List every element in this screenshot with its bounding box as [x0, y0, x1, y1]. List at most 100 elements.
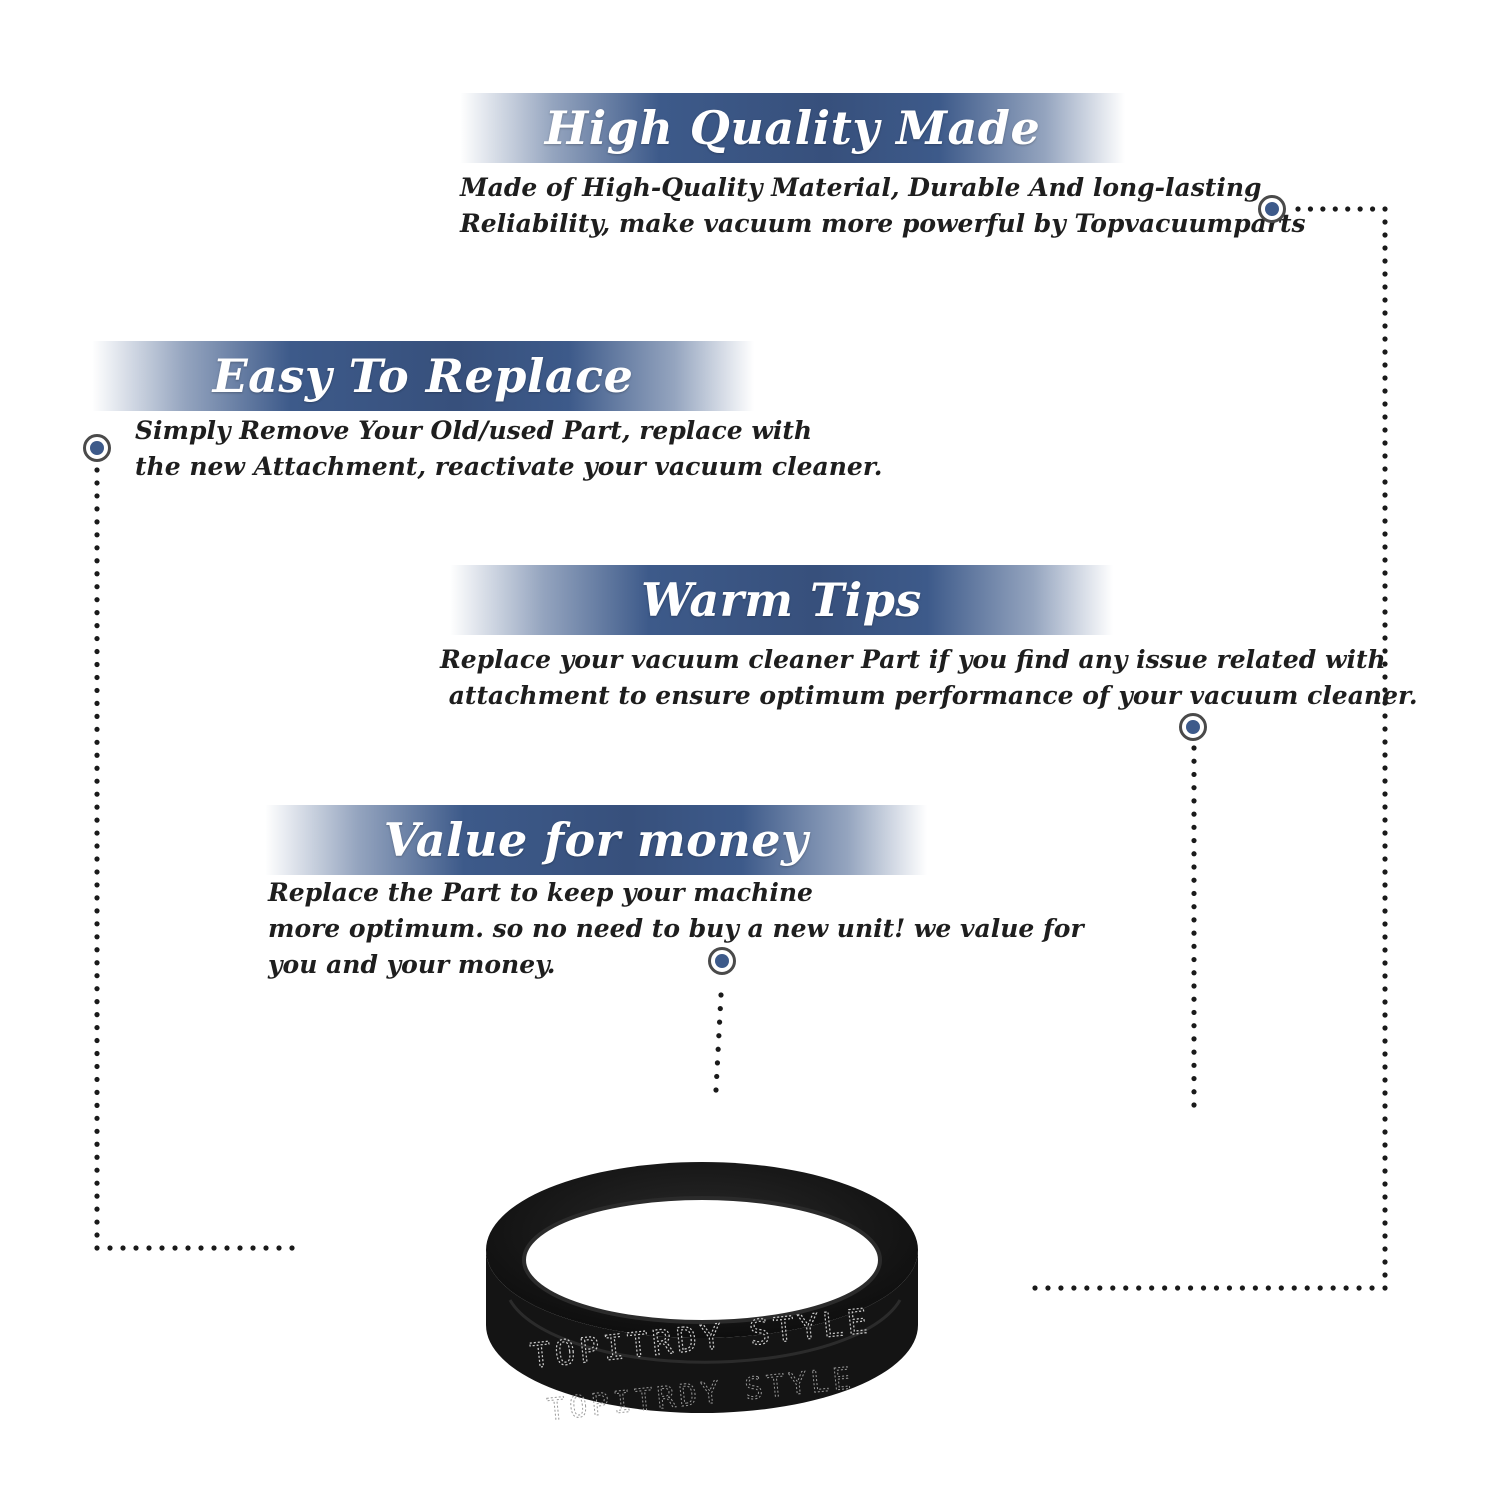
connector-dot	[1136, 1285, 1142, 1291]
connector-dot	[94, 467, 100, 473]
connector-dot	[1382, 934, 1388, 940]
connector-dot	[1382, 596, 1388, 602]
connector-dot	[94, 674, 100, 681]
connector-dot	[1382, 739, 1388, 745]
dots-warm-tips	[1191, 745, 1197, 1108]
desc-line: Replace the Part to keep your machine	[268, 878, 813, 907]
desc-value-money: Replace the Part to keep your machine mo…	[268, 875, 1084, 983]
connector-dot	[1191, 1049, 1197, 1055]
connector-dot	[1382, 973, 1388, 979]
connector-dot	[94, 1219, 100, 1225]
connector-dot	[1382, 531, 1388, 537]
connector-dot	[1200, 1285, 1207, 1291]
connector-dot	[94, 661, 100, 668]
connector-dot	[94, 1128, 100, 1134]
connector-dot	[1382, 245, 1388, 251]
banner-value-money: Value for money	[265, 805, 927, 875]
connector-dot	[1162, 1285, 1168, 1291]
connector-dot	[94, 726, 100, 732]
connector-dot	[1382, 557, 1388, 563]
connector-dot	[1191, 877, 1197, 883]
connector-dot	[94, 791, 100, 797]
connector-dot	[94, 908, 100, 914]
banner-easy-replace: Easy To Replace	[92, 341, 754, 411]
connector-dot	[94, 1115, 100, 1121]
connector-dot	[94, 804, 100, 810]
connector-dot	[1191, 970, 1197, 976]
connector-dot	[94, 1089, 100, 1095]
connector-dot	[1213, 1285, 1220, 1291]
connector-dot	[94, 1232, 100, 1238]
connector-dot	[1191, 745, 1197, 751]
banner-warm-tips: Warm Tips	[450, 565, 1113, 635]
connector-dot	[1382, 466, 1388, 472]
connector-dot	[94, 947, 100, 953]
connector-dot	[94, 571, 100, 577]
connector-dot	[1382, 1220, 1388, 1226]
connector-dot	[1191, 996, 1197, 1002]
connector-dot	[224, 1245, 230, 1251]
connector-dot	[1291, 1285, 1297, 1291]
connector-dot	[1382, 1038, 1388, 1044]
connector-dot	[1382, 609, 1388, 615]
connector-dot	[94, 1245, 100, 1251]
connector-dot	[1071, 1285, 1077, 1291]
connector-dot	[146, 1245, 152, 1251]
connector-dot	[1382, 1207, 1388, 1213]
connector-dot	[1343, 1285, 1349, 1291]
connector-dot	[1191, 864, 1197, 870]
connector-dot	[172, 1245, 178, 1251]
connector-dot	[94, 921, 100, 927]
connector-dot	[94, 597, 100, 603]
connector-dot	[1382, 1129, 1388, 1135]
belt-highlight	[508, 1299, 902, 1364]
connector-dot	[289, 1245, 295, 1251]
connector-dot	[1191, 956, 1197, 963]
connector-dot	[1382, 1051, 1388, 1057]
connector-dot	[1382, 947, 1388, 953]
connector-dot	[1382, 713, 1388, 719]
desc-line: you and your money.	[268, 950, 556, 979]
connector-dot	[94, 713, 100, 719]
connector-dot	[1191, 837, 1197, 844]
connector-dot	[94, 1037, 100, 1044]
connector-dot	[1382, 284, 1388, 290]
connector-dot	[1382, 1116, 1388, 1122]
connector-dot	[94, 986, 100, 992]
connector-dot	[94, 882, 100, 888]
connector-dot	[263, 1245, 269, 1251]
connector-dot	[1191, 983, 1197, 989]
connector-dot	[1226, 1285, 1233, 1291]
connector-dot	[1278, 1285, 1284, 1291]
connector-dot	[185, 1245, 191, 1251]
connector-dot	[94, 843, 100, 849]
connector-dot	[1382, 219, 1388, 225]
connector-dot	[94, 1050, 100, 1057]
connector-dot	[1382, 843, 1388, 849]
connector-dot	[94, 1076, 100, 1083]
connector-dot	[1265, 1285, 1271, 1291]
connector-dot	[1382, 895, 1388, 901]
connector-dot	[1317, 1285, 1323, 1291]
connector-dot	[1191, 1036, 1197, 1042]
connector-dot	[1382, 310, 1388, 316]
connector-dot	[237, 1245, 243, 1251]
dots-easy-replace	[94, 467, 295, 1251]
connector-dot	[159, 1245, 165, 1251]
connector-dot	[94, 1193, 100, 1199]
connector-dot	[94, 1206, 100, 1212]
connector-dot	[1382, 440, 1388, 446]
connector-dot	[120, 1245, 126, 1251]
connector-dot	[1382, 427, 1388, 433]
connector-dot	[1295, 206, 1301, 212]
connector-dot	[1382, 1233, 1388, 1239]
connector-dot	[1382, 856, 1388, 862]
connector-dot	[1382, 505, 1388, 511]
connector-dot	[1382, 986, 1388, 992]
connector-dot	[1382, 687, 1388, 693]
connector-dot	[1382, 401, 1388, 407]
connector-dot	[1191, 890, 1197, 897]
connector-dot	[1369, 1285, 1375, 1291]
connector-dot	[1382, 1285, 1388, 1291]
